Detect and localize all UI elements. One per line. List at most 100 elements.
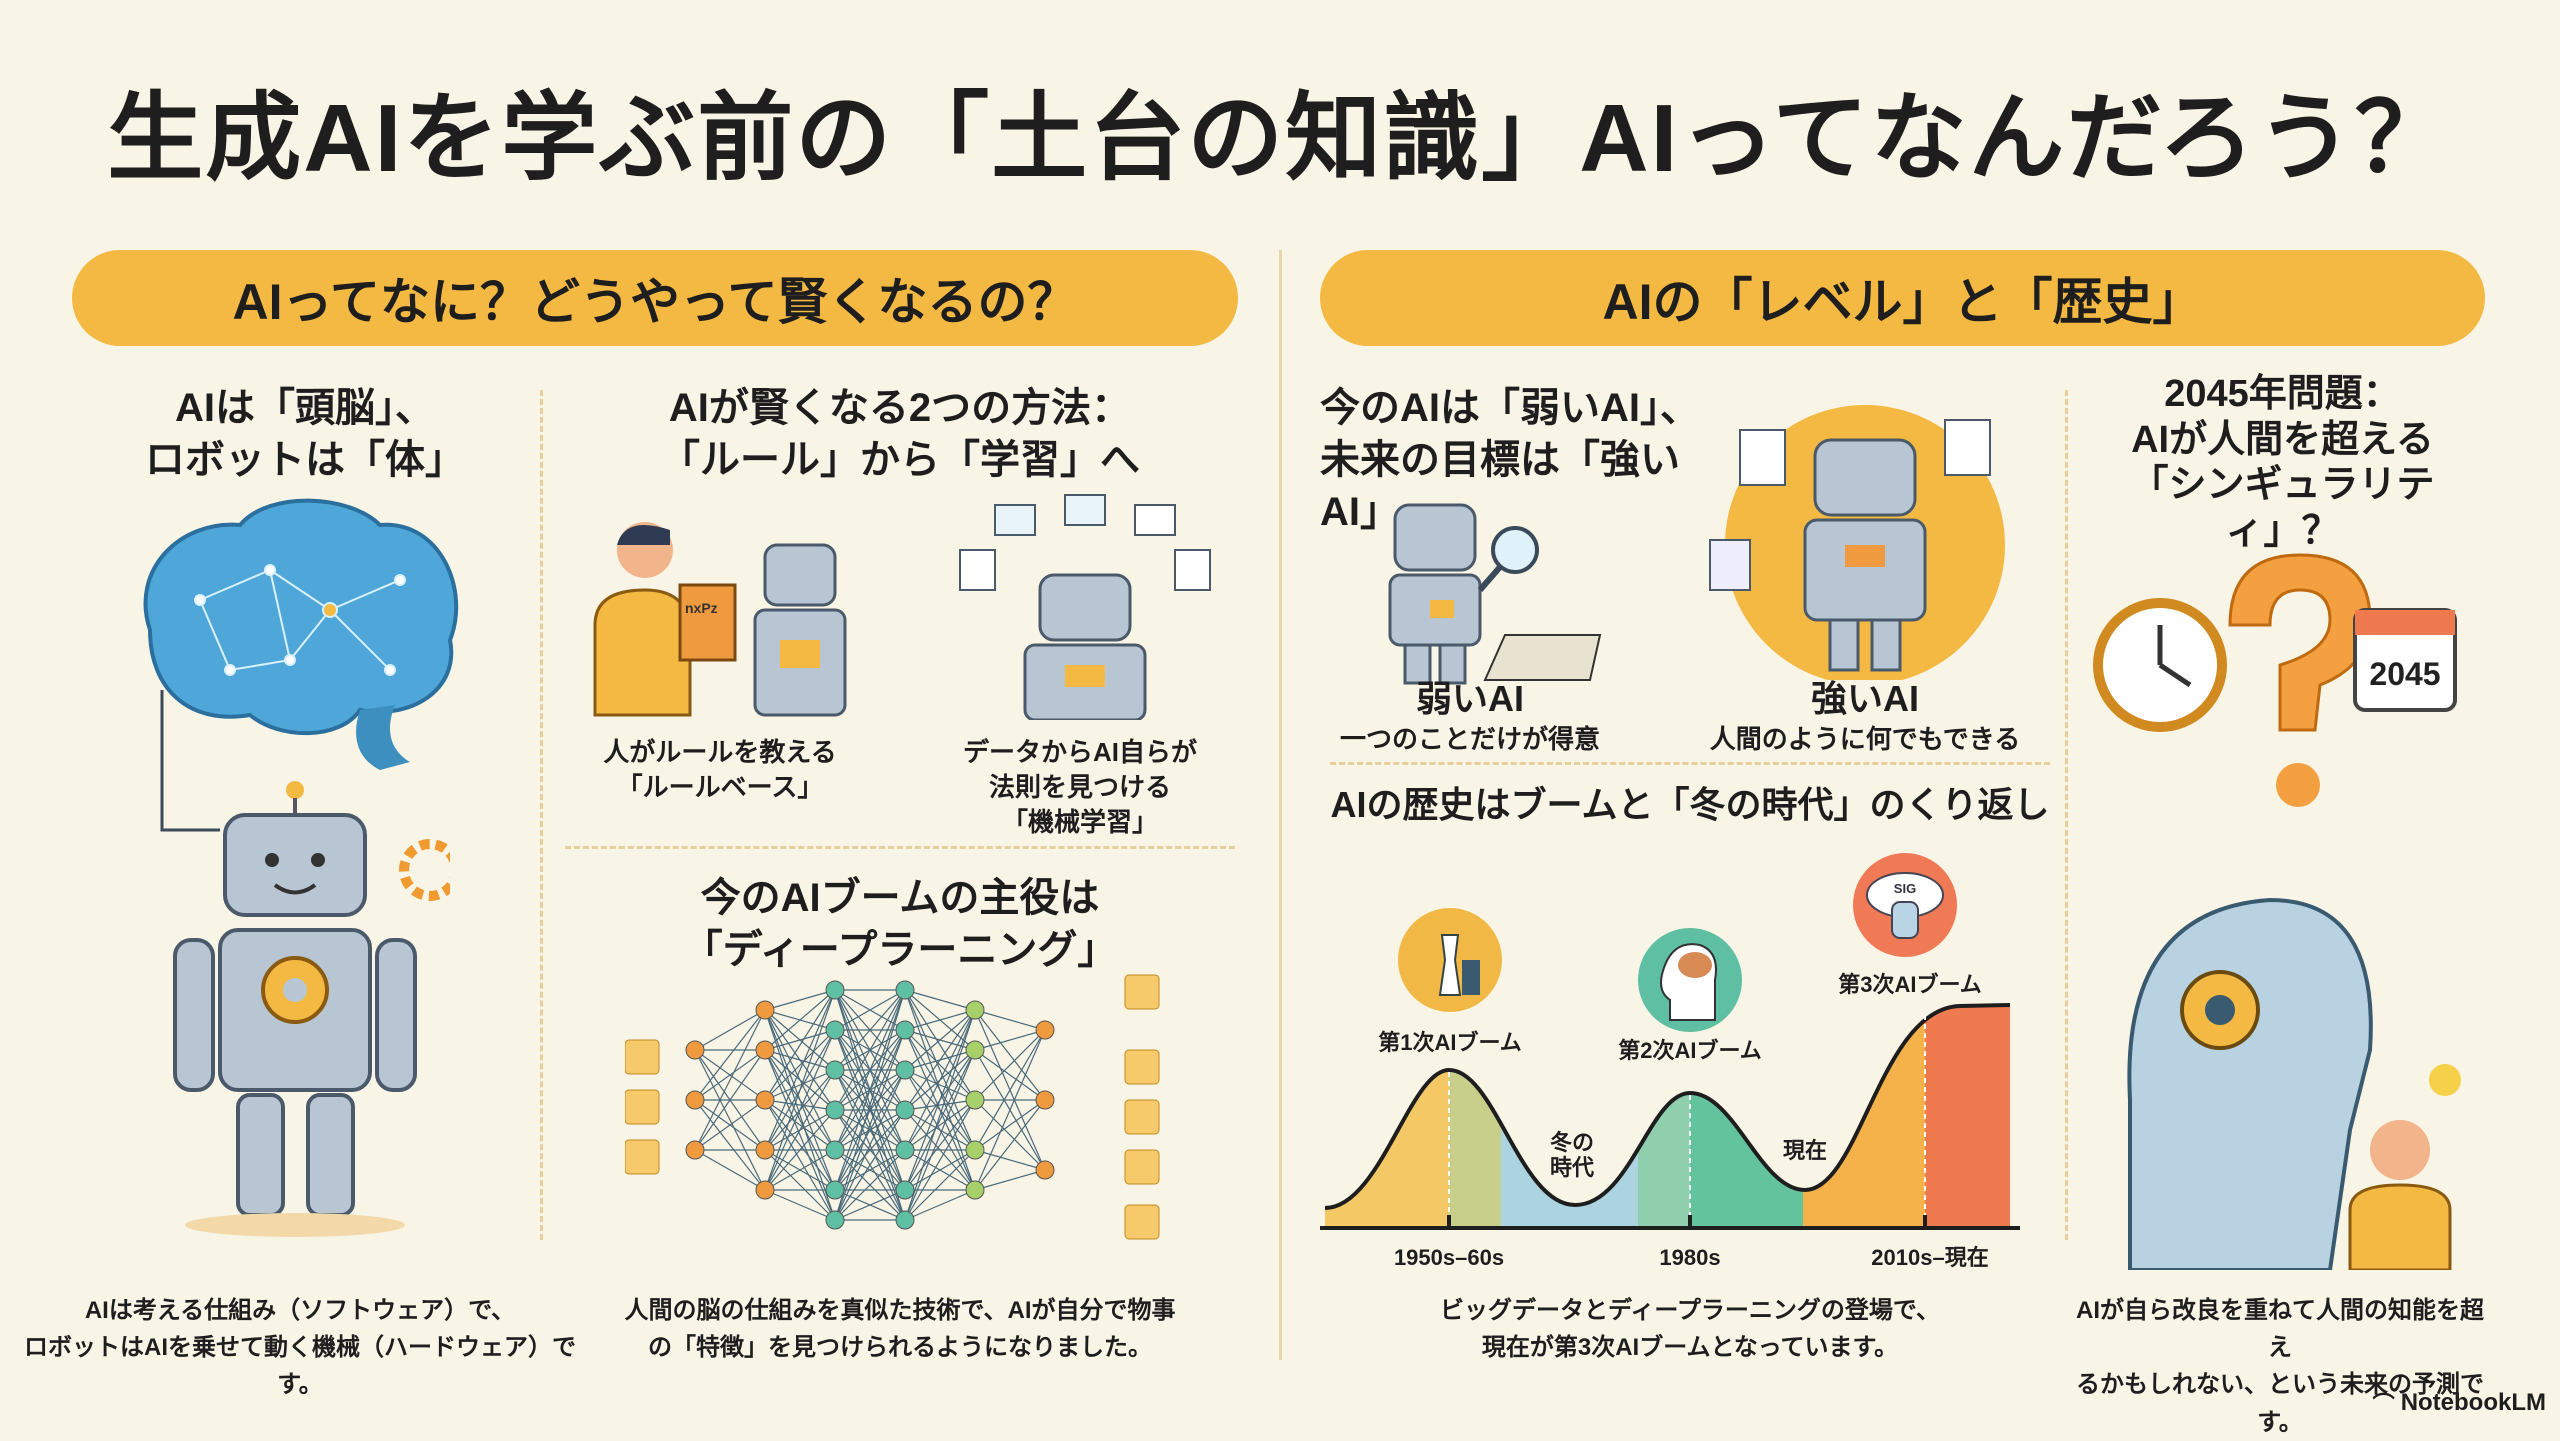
neuron xyxy=(825,1060,845,1080)
boom-curve xyxy=(1324,1003,2011,1210)
neuron xyxy=(755,1000,775,1020)
robot-icon xyxy=(160,690,450,1237)
connection xyxy=(694,1099,766,1151)
connection xyxy=(904,1109,976,1151)
connection xyxy=(974,1029,1046,1051)
connection xyxy=(904,1099,976,1221)
label-line: 人がルールを教える xyxy=(603,737,837,767)
connection xyxy=(904,989,976,1011)
connection xyxy=(764,1049,836,1221)
connection xyxy=(904,1069,976,1101)
feature-box xyxy=(1124,1149,1160,1185)
annotation-winter: 冬の xyxy=(1550,1130,1594,1155)
history-caption: ビッグデータとディープラーニングの登場で、 現在が第3次AIブームとなっています… xyxy=(1320,1292,2060,1366)
connection xyxy=(904,989,976,1101)
caption-line: るかもしれない、という未来の予測です。 xyxy=(2076,1371,2484,1436)
neuron xyxy=(965,1180,985,1200)
clock-question-calendar-icon: 2045 xyxy=(2093,553,2457,807)
divider xyxy=(540,390,543,1240)
weak-ai-label: 弱いAI 一つのことだけが得意 xyxy=(1340,670,1600,757)
singularity-caption: AIが自ら改良を重ねて人間の知能を超え るかもしれない、という未来の予測です。 xyxy=(2070,1292,2490,1441)
neuron xyxy=(965,1140,985,1160)
connection xyxy=(834,1029,906,1221)
connection xyxy=(834,989,906,1111)
connection xyxy=(694,1099,766,1191)
heading-line: 未来の目標は「強いAI」 xyxy=(1320,438,1680,534)
deep-learning-heading: 今のAIブームの主役は 「ディープラーニング」 xyxy=(560,872,1240,976)
x-tick-label: 2010s–現在 xyxy=(1871,1245,1988,1270)
neuron xyxy=(755,1140,775,1160)
heading-line: 「ルール」から「学習」へ xyxy=(660,438,1140,482)
neuron xyxy=(895,1060,915,1080)
section-header-left: AIってなに？どうやって賢くなるの？ xyxy=(72,250,1238,346)
connection xyxy=(974,1169,1046,1191)
connection xyxy=(694,1009,766,1051)
heading-line: AIが賢くなる2つの方法： xyxy=(668,386,1132,430)
feature-box xyxy=(625,1039,660,1075)
neuron xyxy=(685,1090,705,1110)
neuron xyxy=(755,1180,775,1200)
neuron xyxy=(965,1000,985,1020)
neuron xyxy=(685,1140,705,1160)
connection xyxy=(834,989,906,1151)
section-header-right: AIの「レベル」と「歴史」 xyxy=(1320,250,2485,346)
neuron xyxy=(895,1210,915,1230)
neuron xyxy=(895,1100,915,1120)
boom-label: 第2次AIブーム xyxy=(1618,1038,1762,1063)
divider xyxy=(1330,762,2050,765)
connection xyxy=(764,989,836,1051)
connection xyxy=(764,1069,836,1191)
heading-line: 今のAIブームの主役は xyxy=(700,876,1100,920)
neuron xyxy=(965,1040,985,1060)
connection xyxy=(764,989,836,1151)
connection xyxy=(904,1189,976,1221)
connection xyxy=(834,1149,906,1221)
feature-box xyxy=(1124,1049,1160,1085)
label-line: 「機械学習」 xyxy=(1001,807,1158,838)
connection xyxy=(764,1149,836,1191)
label-line: 法則を見つける xyxy=(988,772,1171,803)
connection xyxy=(834,1069,906,1221)
caption-line: ロボットはAIを乗せて動く機械（ハードウェア）です。 xyxy=(24,1334,576,1399)
x-tick-label: 1950s–60s xyxy=(1394,1245,1504,1270)
neuron xyxy=(825,1140,845,1160)
connection xyxy=(904,989,976,1151)
neuron xyxy=(965,1090,985,1110)
neuron xyxy=(755,1040,775,1060)
connection xyxy=(764,1049,836,1191)
feature-box xyxy=(625,1139,660,1175)
brain-body-caption: AIは考える仕組み（ソフトウェア）で、 ロボットはAIを乗せて動く機械（ハードウ… xyxy=(20,1292,580,1404)
connection xyxy=(974,1029,1046,1101)
question-mark-icon xyxy=(2228,553,2372,732)
neuron xyxy=(825,1180,845,1200)
connection xyxy=(764,1029,836,1101)
neuron xyxy=(825,1100,845,1120)
boom-label: 第3次AIブーム xyxy=(1838,972,1982,997)
heading-line: ロボットは「体」 xyxy=(145,438,465,482)
feature-box xyxy=(625,1089,660,1125)
neuron xyxy=(1035,1160,1055,1180)
feature-box xyxy=(1124,974,1160,1010)
neuron xyxy=(825,1210,845,1230)
heading-line: AIは「頭脳」、 xyxy=(175,386,435,430)
neural-network-icon xyxy=(625,974,1160,1240)
heading-line: 2045年問題： xyxy=(2164,373,2401,415)
connection xyxy=(974,1009,1046,1031)
neuron xyxy=(685,1040,705,1060)
ai-levels-heading: 今のAIは「弱いAI」、 未来の目標は「強いAI」 xyxy=(1320,382,1720,538)
connection xyxy=(834,1029,906,1191)
divider xyxy=(565,846,1235,849)
page-title: 生成AIを学ぶ前の「土台の知識」AIってなんだろう？ xyxy=(107,85,2453,192)
history-heading: AIの歴史はブームと「冬の時代」のくり返し xyxy=(1330,784,2050,825)
connection xyxy=(834,1069,906,1191)
band-boom-2-end xyxy=(1690,1005,1803,1228)
connection xyxy=(694,1009,766,1101)
connection xyxy=(764,989,836,1011)
neuron xyxy=(1035,1020,1055,1040)
connection xyxy=(834,1109,906,1191)
connection xyxy=(904,1009,976,1071)
band-present xyxy=(1925,1005,2010,1228)
connection xyxy=(904,1009,976,1221)
connection xyxy=(834,989,906,1031)
connection xyxy=(904,1069,976,1151)
